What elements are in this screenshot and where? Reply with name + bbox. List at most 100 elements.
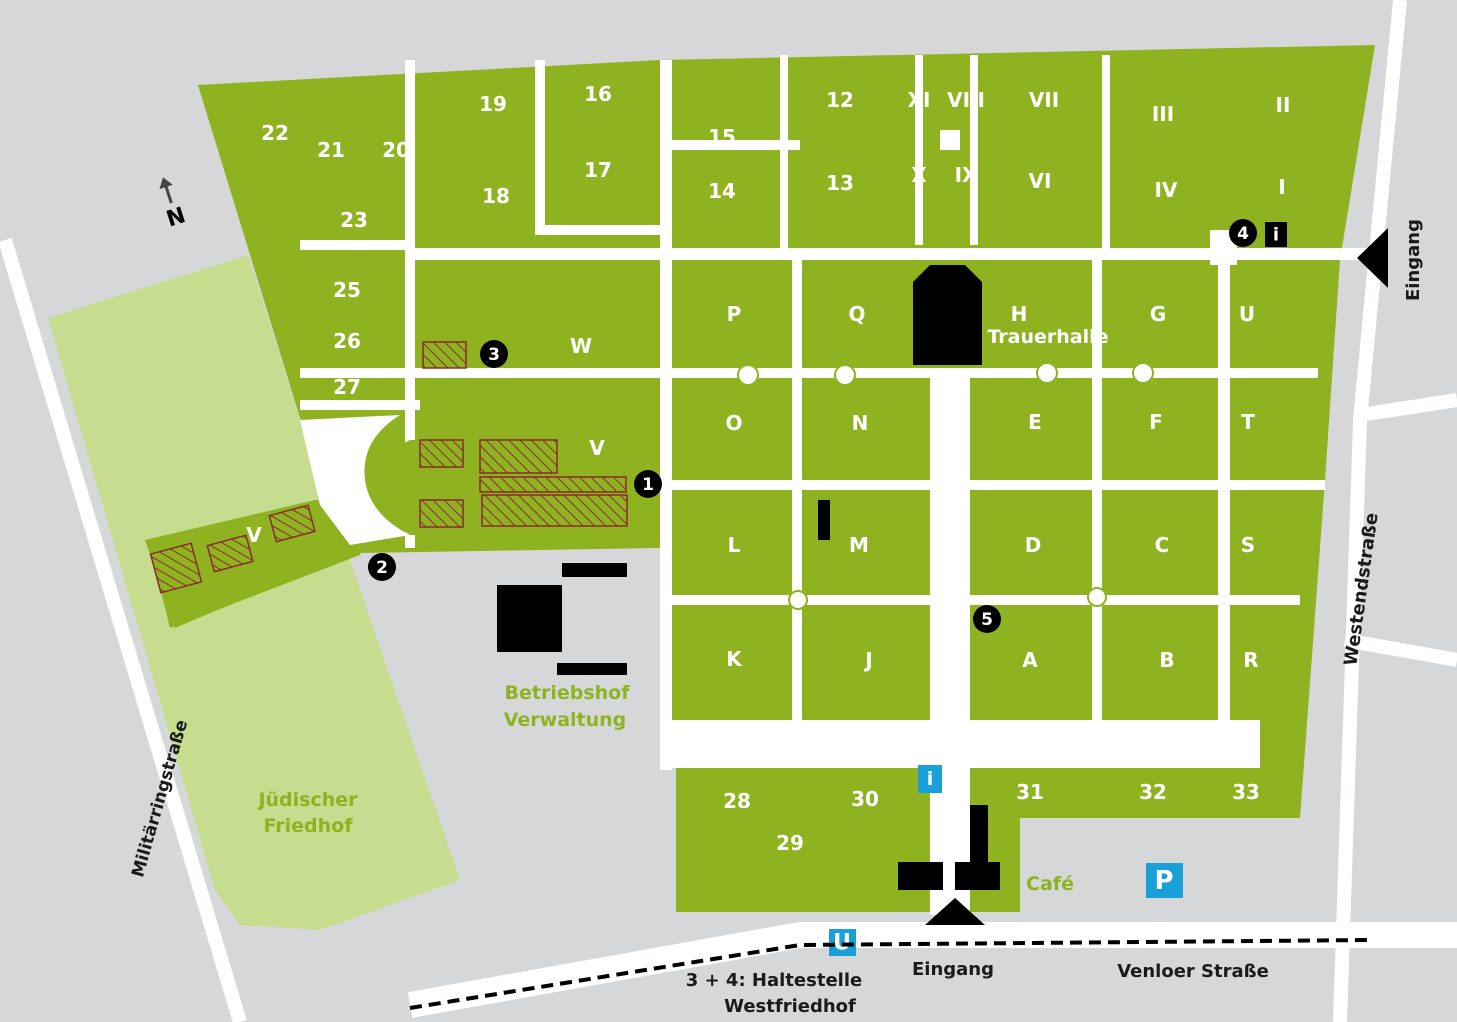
compass-n-label: N <box>164 203 189 232</box>
field-t: T <box>1241 410 1255 434</box>
info-icon-north-label: i <box>1273 225 1279 246</box>
south-building-tower <box>970 805 988 865</box>
venloer-strasse-label: Venloer Straße <box>1117 961 1269 982</box>
field-17: 17 <box>584 158 612 182</box>
field-i: I <box>1278 175 1285 199</box>
field-20: 20 <box>382 138 410 162</box>
road-east-2 <box>1343 633 1457 667</box>
field-f: F <box>1149 410 1163 434</box>
marker-2-label: 2 <box>376 558 388 578</box>
marker-5-label: 5 <box>981 610 993 630</box>
field-26: 26 <box>333 329 361 353</box>
field-ix: IX <box>955 163 978 187</box>
trauerhalle-building <box>913 265 982 365</box>
numbered-markers: 1 2 3 4 5 <box>368 219 1257 633</box>
field-e: E <box>1028 410 1042 434</box>
field-xi: XI <box>908 88 931 112</box>
field-25: 25 <box>333 278 361 302</box>
marker-4-label: 4 <box>1237 224 1249 244</box>
road-north-east <box>1353 0 1407 421</box>
entrance-plaza <box>300 415 410 545</box>
hatched-areas <box>149 341 628 594</box>
field-p: P <box>727 302 742 326</box>
road-east <box>1358 393 1457 422</box>
cafe-label: Café <box>1026 873 1074 895</box>
field-21: 21 <box>317 138 345 162</box>
field-29: 29 <box>776 831 804 855</box>
info-icon-north[interactable]: i <box>1265 222 1287 247</box>
field-q: Q <box>848 302 865 326</box>
admin-building-3 <box>557 663 627 675</box>
field-labels: 22 21 20 19 18 16 17 15 14 12 13 23 25 2… <box>246 82 1290 855</box>
field-viii: VIII <box>947 88 985 112</box>
field-14: 14 <box>708 179 736 203</box>
field-k: K <box>726 647 743 671</box>
field-vii: VII <box>1029 88 1059 112</box>
betriebshof-label: Betriebshof <box>505 682 631 704</box>
field-d: D <box>1025 533 1042 557</box>
ubahn-icon[interactable]: U <box>829 929 856 956</box>
juedischer-label: Jüdischer <box>256 789 358 811</box>
field-vi: VI <box>1029 169 1052 193</box>
parking-icon[interactable]: P <box>1146 863 1183 898</box>
field-30: 30 <box>851 787 879 811</box>
militaerringstrasse-road <box>0 237 247 1022</box>
field-19: 19 <box>479 92 507 116</box>
info-icon-south[interactable]: i <box>918 765 942 793</box>
entrance-arrow-south[interactable] <box>925 898 985 925</box>
cemetery-area <box>148 45 1375 912</box>
trauerhalle-label: Trauerhalle <box>987 326 1108 348</box>
field-ii: II <box>1276 93 1291 117</box>
admin-building-2 <box>562 563 627 577</box>
north-arrow: N <box>159 177 189 233</box>
field-16: 16 <box>584 82 612 106</box>
field-j: J <box>863 648 872 672</box>
field-28: 28 <box>723 789 751 813</box>
field-27: 27 <box>333 375 361 399</box>
field-v-east: V <box>589 436 605 460</box>
marker-3[interactable]: 3 <box>480 340 508 368</box>
field-a: A <box>1022 648 1038 672</box>
chapel-building <box>818 500 830 540</box>
marker-1-label: 1 <box>642 475 654 495</box>
field-g: G <box>1150 302 1166 326</box>
marker-1[interactable]: 1 <box>634 470 662 498</box>
venloer-strasse-road <box>407 922 1457 1018</box>
marker-5[interactable]: 5 <box>973 605 1001 633</box>
entrance-arrow-east[interactable] <box>1357 228 1388 288</box>
eingang-east-label: Eingang <box>1403 219 1424 301</box>
path-junctions <box>737 362 1154 610</box>
field-13: 13 <box>826 171 854 195</box>
eingang-south-label: Eingang <box>912 959 994 980</box>
marker-2[interactable]: 2 <box>368 553 396 581</box>
field-r: R <box>1243 648 1258 672</box>
betriebshof-area <box>360 548 660 910</box>
paths <box>300 55 1370 915</box>
field-33: 33 <box>1232 780 1260 804</box>
verwaltung-label: Verwaltung <box>504 709 627 731</box>
field-n: N <box>852 411 869 435</box>
marker-4[interactable]: 4 <box>1229 219 1257 247</box>
field-b: B <box>1159 648 1174 672</box>
field-l: L <box>728 533 741 557</box>
friedhof-label: Friedhof <box>264 815 354 837</box>
field-12: 12 <box>826 88 854 112</box>
field-iii: III <box>1152 102 1174 126</box>
south-building-east <box>955 862 1000 890</box>
marker-3-label: 3 <box>488 345 500 365</box>
field-18: 18 <box>482 184 510 208</box>
buildings <box>497 265 1000 890</box>
field-c: C <box>1155 533 1170 557</box>
haltestelle-label-2: Westfriedhof <box>724 996 856 1017</box>
parking-icon-label: P <box>1154 866 1173 896</box>
field-x: X <box>911 163 927 187</box>
info-icon-south-label: i <box>927 768 934 790</box>
field-m: M <box>849 533 869 557</box>
south-building-west <box>898 862 943 890</box>
field-o: O <box>725 411 742 435</box>
field-s: S <box>1241 533 1255 557</box>
field-v-west: V <box>246 523 262 547</box>
field-iv: IV <box>1155 178 1178 202</box>
